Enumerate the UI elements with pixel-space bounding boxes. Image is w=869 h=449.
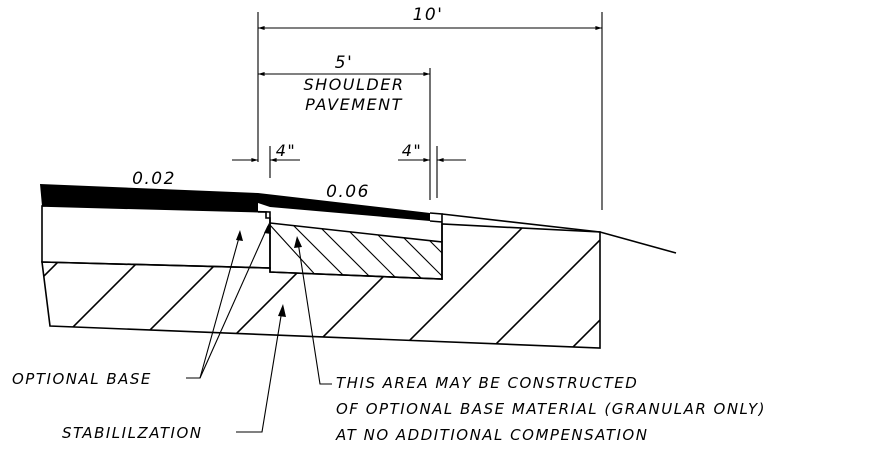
- dimension-lines: [232, 12, 603, 210]
- mainline-slope-label: 0.02: [132, 169, 176, 189]
- shoulder-slope-label: 0.06: [326, 182, 370, 202]
- mainline-pavement: [40, 184, 258, 212]
- stabilization-note: STABILILZATION: [62, 424, 202, 442]
- leader-lines: [186, 223, 332, 433]
- mainline-base: [41, 205, 271, 269]
- left-offset-label: 4": [276, 141, 297, 160]
- constructed-note-line-2: OF OPTIONAL BASE MATERIAL (GRANULAR ONLY…: [336, 400, 766, 418]
- pavement-surface: [40, 184, 677, 254]
- shoulder-optional-base: [269, 222, 443, 280]
- shoulder-label-line-2: PAVEMENT: [305, 95, 403, 114]
- right-offset-label: 4": [402, 141, 423, 160]
- total-width-label: 10': [413, 5, 444, 25]
- constructed-note-line-3: AT NO ADDITIONAL COMPENSATION: [335, 426, 648, 444]
- shoulder-label-line-1: SHOULDER: [304, 75, 405, 94]
- stabilization-layer: [41, 223, 601, 349]
- constructed-note-line-1: THIS AREA MAY BE CONSTRUCTED: [336, 374, 638, 392]
- shoulder-width-label: 5': [335, 53, 354, 73]
- optional-base-note: OPTIONAL BASE: [12, 370, 152, 388]
- shoulder-pavement: [258, 193, 430, 221]
